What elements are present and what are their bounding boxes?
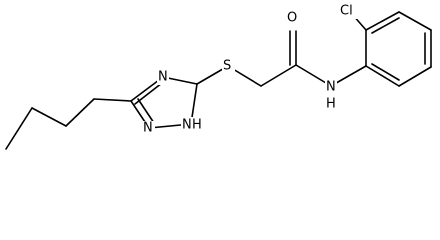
triazole-nh-hydrogen: H — [192, 118, 202, 133]
sulfur-atom: S — [223, 59, 231, 74]
bond — [93, 98, 132, 102]
triazole-nh-nitrogen: N — [182, 118, 192, 133]
bond — [365, 11, 400, 31]
bond — [371, 63, 400, 81]
chlorine-atom: Cl — [340, 4, 353, 19]
bond — [365, 65, 400, 87]
bond — [137, 98, 155, 124]
amide-hydrogen: H — [326, 97, 336, 112]
triazole-nitrogen-top: N — [158, 70, 168, 85]
bond — [371, 17, 400, 34]
chemical-structure: S N N N H O N H Cl — [5, 3, 432, 150]
bond — [260, 64, 297, 87]
bond — [398, 66, 432, 87]
bond — [5, 107, 33, 150]
bond — [398, 11, 432, 31]
triazole-nitrogen-left: N — [143, 121, 153, 136]
bond — [65, 98, 95, 127]
carbonyl-oxygen: O — [287, 11, 297, 26]
bond — [31, 107, 67, 127]
amide-nitrogen: N — [326, 80, 336, 95]
structure-canvas: S N N N H O N H Cl — [5, 3, 432, 150]
